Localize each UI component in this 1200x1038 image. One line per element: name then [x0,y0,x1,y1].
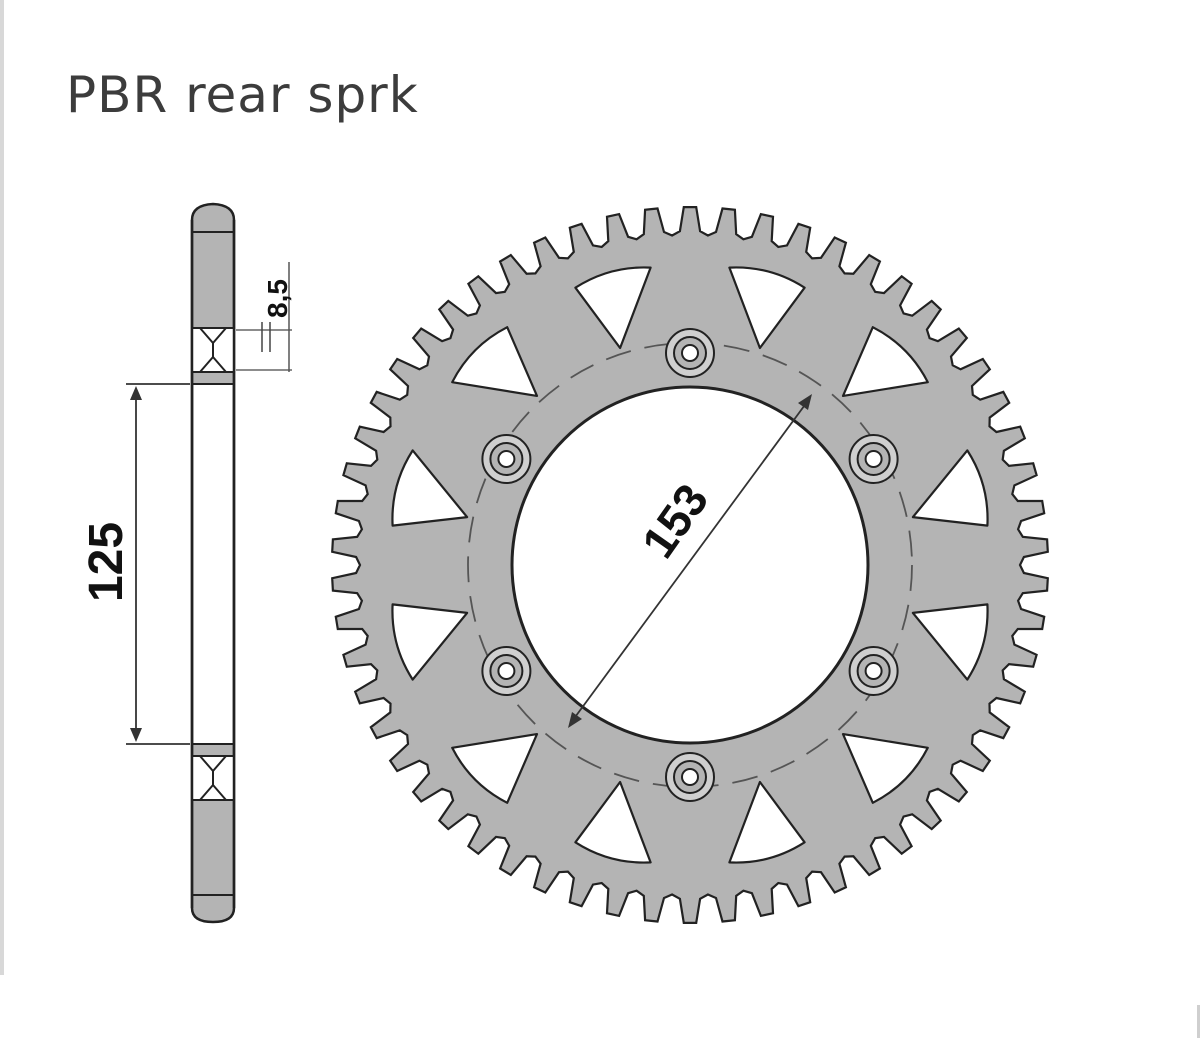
sprocket-cutout [841,326,929,397]
bolt-hole [481,434,532,484]
sprocket-cutout [728,266,806,350]
frame-border-left [0,0,4,975]
bolt-hole [848,434,899,484]
bolt-hole [665,752,715,802]
side-bolt-bottom [191,755,235,801]
sprocket-cutout [391,603,469,681]
bolt-hole-ring [864,450,883,468]
center-bore [510,385,870,745]
sprocket-cutout [841,733,929,804]
thickness-label: 8,5 [262,279,293,318]
thickness-dimension: 8,5 [236,262,293,372]
side-view [190,202,236,924]
sprocket-cutout [911,603,989,681]
bolt-hole-ring [497,450,516,468]
sprocket-cutout [728,780,806,864]
bolt-hole [848,646,899,696]
bolt-circle-dimension: 125 [80,383,190,745]
diagram-title: PBR rear sprk [66,66,419,124]
bolt-hole-ring [497,662,516,680]
side-bore [193,384,233,744]
bolt-circle-label: 125 [80,522,133,602]
bolt-hole-ring [864,662,883,680]
sprocket-cutouts [391,266,989,864]
bolt-holes [481,328,899,802]
sprocket-cutout [574,780,652,864]
side-bolt-top [191,327,235,373]
front-view: 153 [331,206,1049,924]
sprocket-cutout [391,449,469,527]
sprocket-cutout [451,326,539,397]
frame-border-right [1197,1005,1200,1038]
sprocket-cutout [574,266,652,350]
bolt-hole-ring [681,344,699,362]
bolt-hole [481,646,532,696]
sprocket-cutout [451,733,539,804]
bolt-hole [665,328,715,378]
sprocket-cutout [911,449,989,527]
bolt-hole-ring [681,768,699,786]
